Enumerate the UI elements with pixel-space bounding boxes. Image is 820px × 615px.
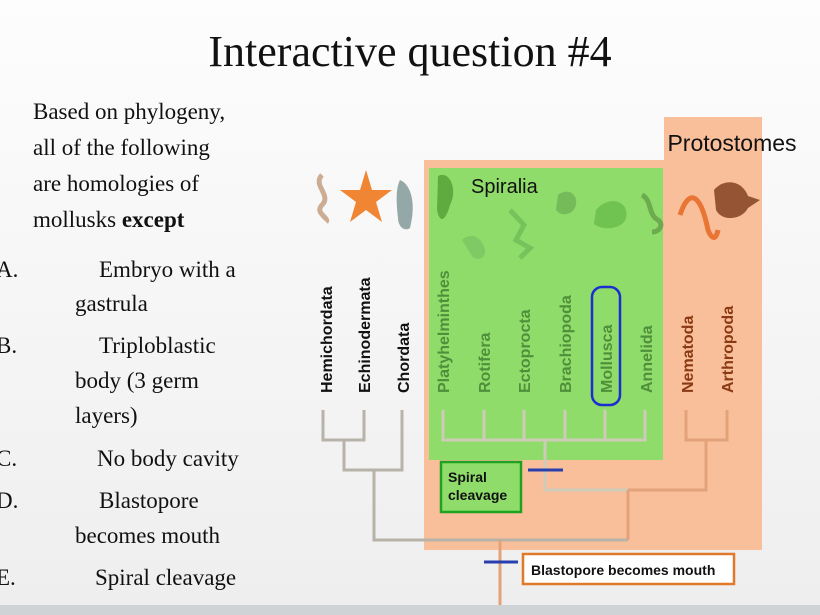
starfish-icon (340, 170, 392, 222)
question-line-3: are homologies of (33, 171, 200, 196)
taxon-chordata: Chordata (396, 323, 413, 393)
rotifer-icon (462, 235, 486, 259)
question-emphasis: except (121, 207, 185, 232)
tree-ecdysozoa-lines (498, 410, 729, 605)
taxon-platyhelminthes: Platyhelminthes (436, 270, 453, 393)
spiralia-box (429, 168, 663, 460)
fish-icon (396, 180, 413, 230)
slide-title: Interactive question #4 (208, 27, 612, 76)
option-b-line-3: layers) (75, 403, 138, 428)
question-text: Based on phylogeny, all of the following… (33, 94, 283, 238)
protostomes-label: Protostomes (667, 130, 796, 156)
blastopore-label: Blastopore becomes mouth (531, 562, 715, 578)
flatworm-icon (437, 174, 454, 220)
taxon-ectoprocta: Ectoprocta (517, 309, 534, 393)
option-a-letter: A. (0, 257, 19, 282)
protostomes-label-box (664, 117, 762, 162)
question-line-2: all of the following (33, 135, 210, 160)
question-line-4: mollusks except (33, 202, 283, 238)
option-e-letter: E. (0, 565, 16, 590)
taxon-hemichordata: Hemichordata (319, 286, 336, 393)
taxon-nematoda: Nematoda (680, 316, 697, 393)
footer-bar (0, 605, 820, 615)
taxon-arthropoda: Arthropoda (720, 306, 737, 393)
blastopore-box (521, 552, 736, 586)
option-e-line-1: Spiral cleavage (95, 565, 237, 590)
option-b-line-2: body (3 germ (75, 368, 199, 393)
question-line-4-plain: mollusks (33, 207, 122, 232)
option-a-line-1: Embryo with a (99, 257, 236, 282)
question-line-1: Based on phylogeny, (33, 99, 226, 124)
organism-icons (316, 170, 760, 260)
option-c-letter: C. (0, 446, 18, 471)
option-d-letter: D. (0, 488, 19, 513)
taxon-annelida: Annelida (639, 325, 656, 393)
protostomes-box (424, 160, 762, 550)
spiral-cleavage-label-1: Spiral (448, 469, 487, 485)
option-b-line-1: Triploblastic (99, 333, 216, 358)
mollusca-highlight (590, 285, 622, 407)
taxon-rotifera: Rotifera (477, 332, 494, 393)
option-b-letter: B. (0, 333, 18, 358)
taxon-brachiopoda: Brachiopoda (558, 295, 575, 393)
acorn-worm-icon (316, 173, 330, 224)
option-d-line-1: Blastopore (99, 488, 199, 513)
option-c-line-1: No body cavity (97, 446, 239, 471)
ectoproct-icon (508, 208, 535, 260)
spiralia-label: Spiralia (471, 176, 539, 198)
taxon-echinodermata: Echinodermata (357, 277, 374, 393)
spiral-cleavage-label-2: cleavage (448, 487, 507, 503)
lobster-icon (714, 182, 760, 219)
tree-spiralia-lines (441, 410, 647, 492)
tree-deuterostome-lines (321, 410, 628, 542)
nematode-icon (677, 195, 721, 240)
spiral-cleavage-box (439, 460, 523, 514)
annelid-icon (640, 192, 664, 235)
brachiopod-icon (556, 191, 577, 215)
option-d-line-2: becomes mouth (75, 523, 220, 548)
snail-icon (594, 201, 627, 229)
taxon-mollusca: Mollusca (599, 324, 616, 393)
option-a-line-2: gastrula (75, 291, 148, 316)
